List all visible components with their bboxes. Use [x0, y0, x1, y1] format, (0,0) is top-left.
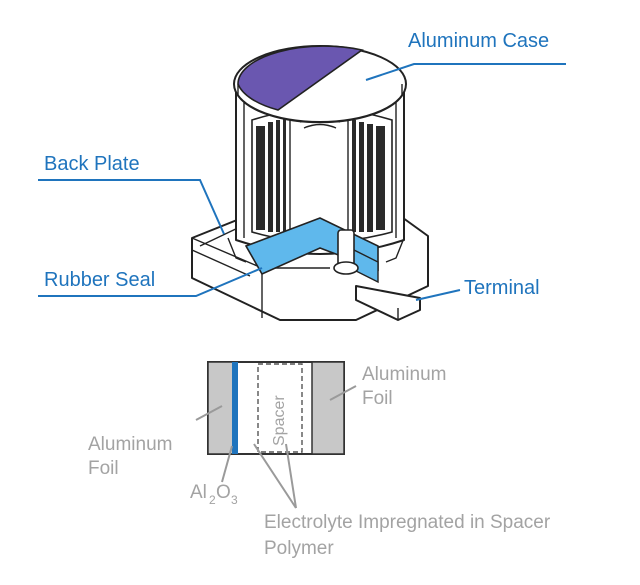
capacitor-cutaway-illustration: [191, 45, 429, 321]
left-aluminum-foil-layer: [207, 361, 235, 455]
right-clip: [385, 237, 405, 263]
leader-electrolyte-2: [285, 443, 297, 509]
terminal-shape: [333, 229, 421, 321]
leader-electrolyte-1: [253, 443, 297, 509]
label-al2o3-al: Al: [190, 482, 207, 503]
label-al2o3-o: O: [216, 482, 231, 503]
label-aluminum-foil-right-1: Aluminum: [362, 364, 446, 385]
label-al2o3: Al 2 O 3: [190, 482, 238, 507]
label-aluminum-foil-right-2: Foil: [362, 388, 393, 409]
cross-section-schematic: Spacer: [207, 361, 345, 455]
leader-right-foil: [329, 385, 357, 401]
callout-rubber-seal: Rubber Seal: [38, 267, 263, 297]
label-aluminum-foil-left-2: Foil: [88, 458, 119, 479]
label-spacer: Spacer: [271, 395, 288, 446]
label-aluminum-case: Aluminum Case: [408, 30, 549, 52]
label-rubber-seal: Rubber Seal: [44, 269, 155, 291]
label-polymer: Polymer: [264, 538, 334, 559]
spacer-layer: [257, 363, 303, 453]
callout-back-plate: Back Plate: [38, 153, 225, 235]
label-al2o3-sub1: 2: [209, 493, 216, 507]
callout-aluminum-case: Aluminum Case: [365, 30, 566, 81]
label-aluminum-foil-left-1: Aluminum: [88, 434, 172, 455]
case-top-lid: [233, 45, 407, 124]
leader-al2o3: [221, 445, 233, 483]
right-aluminum-foil-layer: [311, 361, 345, 455]
label-al2o3-sub2: 3: [231, 493, 238, 507]
label-terminal: Terminal: [464, 277, 540, 299]
callout-terminal: Terminal: [415, 277, 540, 301]
label-back-plate: Back Plate: [44, 153, 140, 175]
al2o3-oxide-layer: [232, 362, 238, 454]
left-clip: [227, 237, 247, 263]
label-electrolyte: Electrolyte Impregnated in Spacer: [264, 512, 551, 533]
leader-left-foil: [195, 405, 223, 421]
